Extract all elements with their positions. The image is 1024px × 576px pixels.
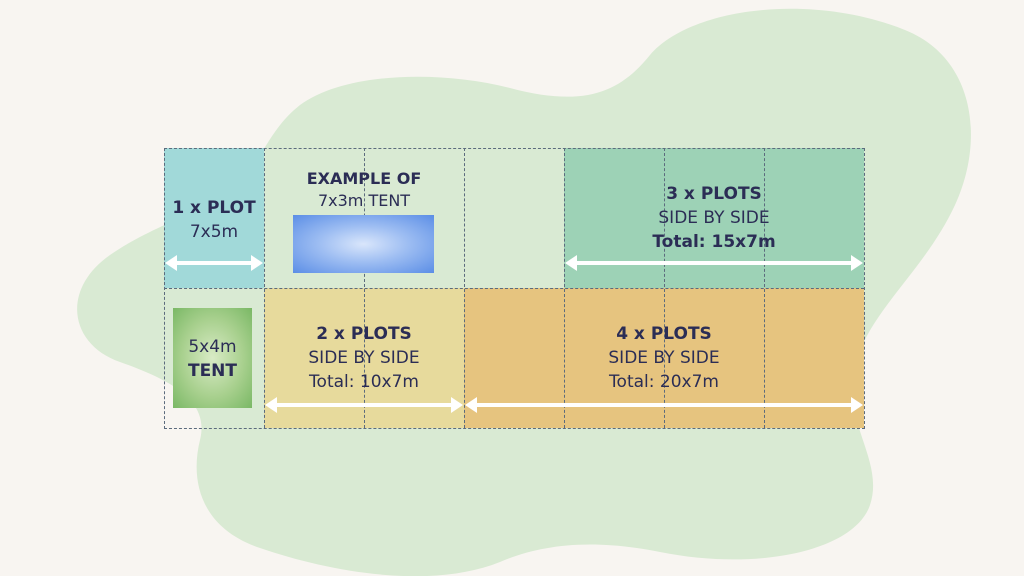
three-plots-title: 3 x PLOTS bbox=[666, 184, 762, 204]
plot-grid-column-line bbox=[664, 148, 665, 428]
four-plots-subtitle: SIDE BY SIDE bbox=[608, 348, 720, 368]
three-plots-label: 3 x PLOTS SIDE BY SIDE Total: 15x7m bbox=[564, 182, 864, 254]
example-tent-rectangle bbox=[293, 215, 434, 273]
three-plots-total: Total: 15x7m bbox=[652, 232, 776, 252]
plot-grid-row-line bbox=[164, 288, 864, 289]
two-plots-total: Total: 10x7m bbox=[309, 372, 419, 392]
example-tent-label: EXAMPLE OF 7x3m TENT bbox=[264, 168, 464, 212]
four-plots-total: Total: 20x7m bbox=[609, 372, 719, 392]
single-plot-title: 1 x PLOT bbox=[172, 198, 256, 218]
single-plot-width-arrow bbox=[165, 255, 263, 271]
three-plots-width-arrow bbox=[565, 255, 863, 271]
four-plots-title: 4 x PLOTS bbox=[616, 324, 712, 344]
two-plots-width-arrow bbox=[265, 397, 463, 413]
plot-grid-column-line bbox=[464, 148, 465, 428]
single-plot-size: 7x5m bbox=[189, 222, 239, 242]
four-plots-width-arrow bbox=[465, 397, 863, 413]
small-tent-tent: TENT bbox=[187, 361, 238, 381]
example-tent-size: 7x3m TENT bbox=[317, 191, 411, 210]
example-tent-title: EXAMPLE OF bbox=[306, 169, 422, 188]
two-plots-label: 2 x PLOTS SIDE BY SIDE Total: 10x7m bbox=[264, 322, 464, 394]
plot-grid-column-line bbox=[264, 148, 265, 428]
three-plots-subtitle: SIDE BY SIDE bbox=[658, 208, 770, 228]
plot-grid-column-line bbox=[564, 148, 565, 428]
two-plots-title: 2 x PLOTS bbox=[316, 324, 412, 344]
small-tent-square bbox=[173, 308, 252, 408]
small-tent-size: 5x4m bbox=[188, 337, 237, 357]
two-plots-subtitle: SIDE BY SIDE bbox=[308, 348, 420, 368]
plot-grid-column-line bbox=[764, 148, 765, 428]
single-plot-label: 1 x PLOT 7x5m bbox=[164, 196, 264, 244]
four-plots-label: 4 x PLOTS SIDE BY SIDE Total: 20x7m bbox=[464, 322, 864, 394]
plot-grid-column-line bbox=[364, 148, 365, 428]
small-tent-label: 5x4m TENT bbox=[173, 335, 252, 383]
